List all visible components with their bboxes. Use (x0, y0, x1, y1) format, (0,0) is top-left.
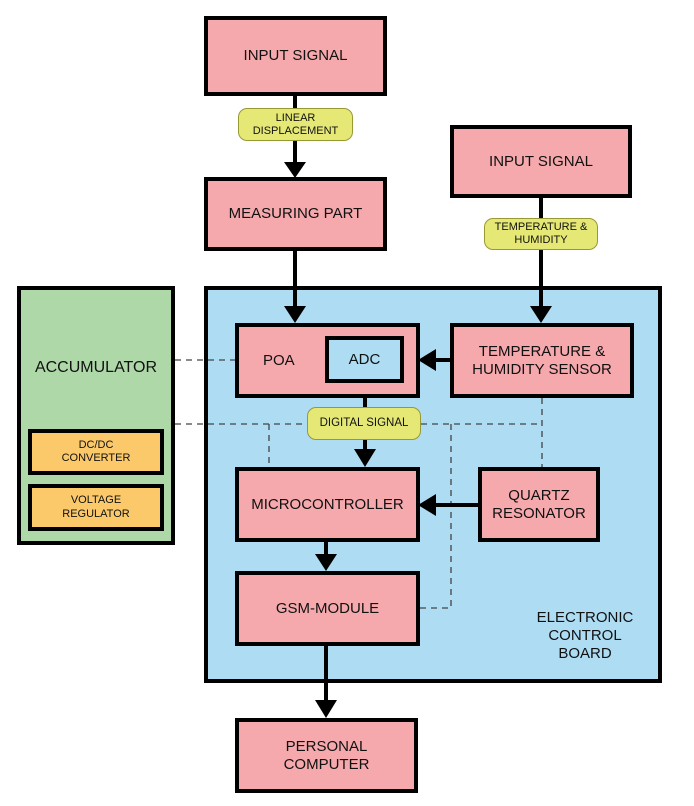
arrowhead-pc (315, 700, 337, 718)
personal-computer-block: PERSONAL COMPUTER (235, 718, 418, 793)
accumulator-label: ACCUMULATOR (34, 359, 158, 376)
quartz-resonator-label: QUARTZ RESONATOR (492, 486, 586, 522)
measuring-part-block: MEASURING PART (204, 177, 387, 251)
input-signal-block: INPUT SIGNAL (204, 16, 387, 96)
voltage-regulator-label: VOLTAGE REGULATOR (62, 494, 130, 520)
voltage-regulator-block: VOLTAGE REGULATOR (28, 484, 164, 531)
microcontroller-block: MICROCONTROLLER (235, 467, 420, 542)
linear-displacement-label: LINEAR DISPLACEMENT (238, 108, 353, 141)
arrowhead-poa (284, 306, 306, 323)
temperature-humidity-sensor-label: TEMPERATURE & HUMIDITY SENSOR (472, 342, 612, 378)
personal-computer-label: PERSONAL COMPUTER (283, 737, 370, 773)
quartz-resonator-block: QUARTZ RESONATOR (478, 467, 600, 542)
arrowhead-microcontroller-right (418, 494, 436, 516)
adc-label: ADC (348, 350, 381, 368)
dcdc-converter-block: DC/DC CONVERTER (28, 429, 164, 475)
arrowhead-gsm (315, 554, 337, 571)
arrowhead-sensor (530, 306, 552, 323)
arrowhead-measuring (284, 162, 306, 178)
temperature-humidity-label: TEMPERATURE & HUMIDITY (484, 218, 598, 250)
dcdc-converter-label: DC/DC CONVERTER (61, 438, 131, 464)
measuring-part-label: MEASURING PART (228, 205, 363, 222)
arrowhead-adc (418, 349, 436, 371)
electronic-control-board-label: ELECTRONIC CONTROL BOARD (536, 609, 634, 662)
input-signal-2-block: INPUT SIGNAL (450, 125, 632, 198)
digital-signal-label: DIGITAL SIGNAL (307, 407, 421, 440)
gsm-module-label: GSM-MODULE (275, 599, 380, 617)
adc-block: ADC (325, 336, 404, 383)
dashed-to-gsm (420, 424, 452, 609)
microcontroller-label: MICROCONTROLLER (251, 495, 404, 513)
input-signal-2-label: INPUT SIGNAL (489, 152, 593, 170)
temperature-humidity-sensor-block: TEMPERATURE & HUMIDITY SENSOR (450, 323, 634, 398)
input-signal-label: INPUT SIGNAL (243, 47, 348, 64)
arrowhead-microcontroller-top (354, 449, 376, 467)
gsm-module-block: GSM-MODULE (235, 571, 420, 646)
poa-label: POA (263, 351, 295, 369)
